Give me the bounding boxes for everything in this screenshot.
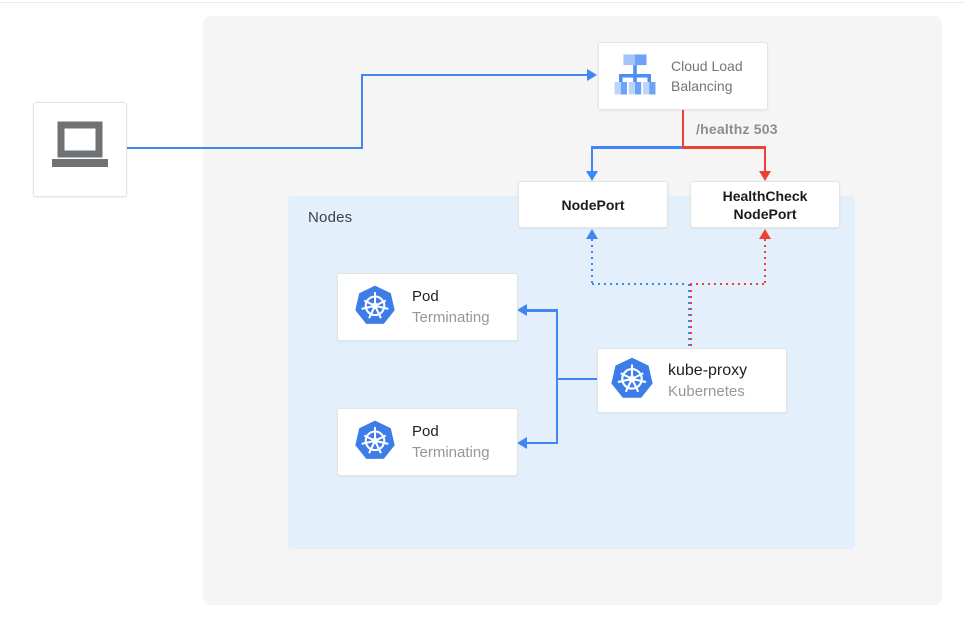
edge-to-pod2: [526, 441, 558, 444]
arrowhead-into-nodeport: [586, 171, 598, 181]
pod-node-2: Pod Terminating: [337, 408, 518, 476]
edge-kubeproxy-dotted-blue-vertical: [687, 284, 690, 348]
pod-status: Terminating: [412, 444, 490, 461]
cloud-load-balancing-icon: [611, 51, 659, 102]
kube-proxy-title: kube-proxy: [668, 361, 748, 379]
cloud-load-balancing-node: Cloud Load Balancing: [598, 42, 768, 110]
kube-proxy-node: kube-proxy Kubernetes: [597, 348, 787, 413]
edge-kubeproxy-dotted-red-vertical: [690, 284, 692, 348]
edge-split-right-red: [682, 146, 766, 149]
pod-text: Pod Terminating: [412, 421, 490, 463]
nodeport-node: NodePort: [518, 181, 668, 228]
arrowhead-into-healthcheck: [758, 171, 771, 181]
kube-proxy-subtitle: Kubernetes: [668, 382, 745, 400]
kubernetes-icon: [610, 356, 654, 405]
edge-dotted-blue-horizontal: [592, 282, 688, 285]
arrowhead-dotted-nodeport: [586, 229, 598, 239]
top-divider: [0, 2, 965, 3]
pod-node-1: Pod Terminating: [337, 273, 518, 341]
nodeport-label: NodePort: [561, 196, 625, 213]
edge-client-to-lb: [361, 73, 588, 77]
arrowhead-dotted-healthcheck: [758, 229, 771, 239]
edge-to-pod1: [526, 309, 558, 312]
arrowhead-into-pod1: [517, 304, 527, 317]
pod-status: Terminating: [412, 309, 490, 326]
client-node: [33, 102, 127, 197]
healthz-status-label: /healthz 503: [696, 121, 778, 137]
edge-pods-trunk: [555, 309, 559, 444]
edge-split-left-blue: [591, 146, 683, 149]
arrowhead-into-load-balancer: [587, 69, 597, 81]
edge-down-to-nodeport: [590, 146, 594, 173]
edge-client-vertical: [360, 74, 364, 149]
laptop-icon: [49, 120, 111, 179]
edge-lb-down-red: [681, 110, 685, 149]
kubernetes-icon: [354, 284, 396, 331]
edge-dotted-up-healthcheck: [763, 239, 766, 284]
edge-client-horizontal: [127, 146, 363, 150]
nodes-group-label: Nodes: [308, 209, 353, 226]
cloud-load-balancing-label: Cloud Load Balancing: [671, 58, 743, 94]
edge-dotted-red-horizontal: [690, 282, 766, 285]
healthcheck-nodeport-node: HealthCheck NodePort: [690, 181, 840, 228]
edge-kubeproxy-out: [557, 377, 597, 381]
pod-title: Pod: [412, 288, 439, 305]
edge-down-to-healthcheck: [763, 146, 766, 173]
edge-dotted-up-nodeport: [591, 239, 593, 284]
pod-text: Pod Terminating: [412, 286, 490, 328]
arrowhead-into-pod2: [517, 436, 527, 449]
kube-proxy-text: kube-proxy Kubernetes: [668, 360, 747, 402]
healthcheck-nodeport-label: HealthCheck NodePort: [722, 187, 808, 222]
kubernetes-icon: [354, 419, 396, 466]
pod-title: Pod: [412, 423, 439, 440]
